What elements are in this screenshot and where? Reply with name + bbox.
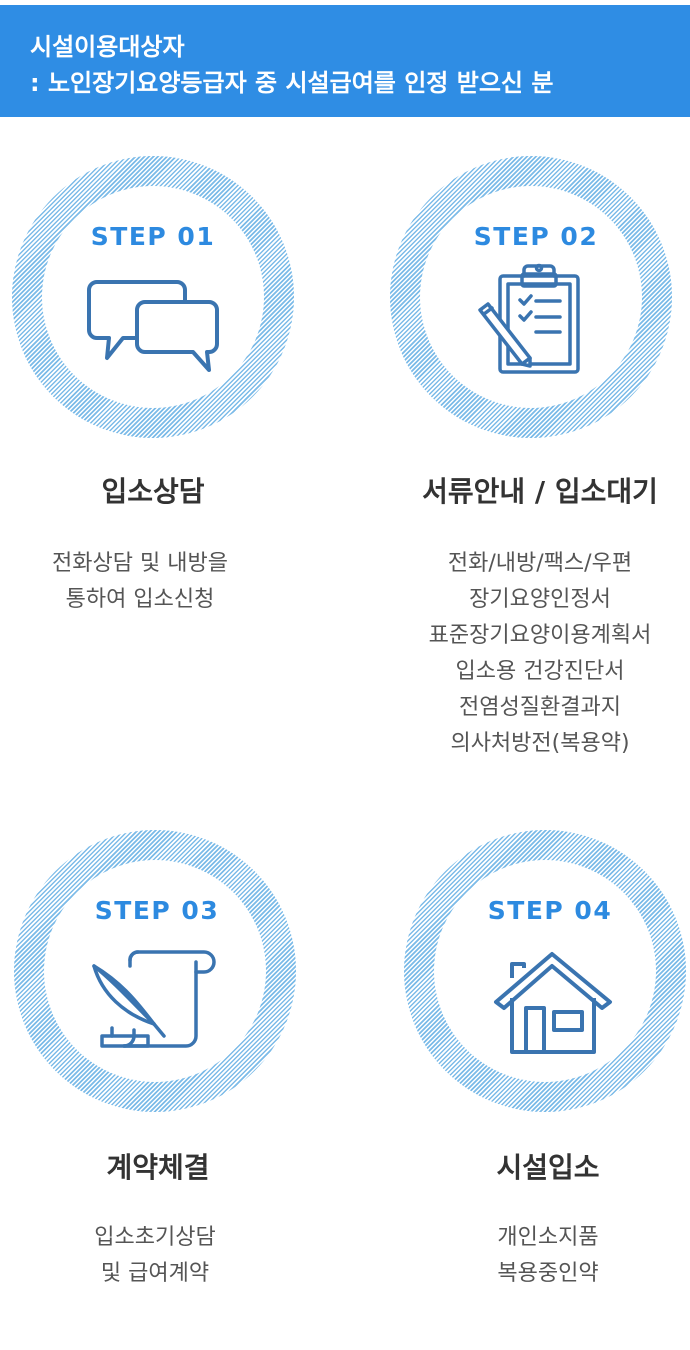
step-02-title: 서류안내 / 입소대기 xyxy=(422,475,658,508)
step-02-desc-line: 의사처방전(복용약) xyxy=(450,731,630,756)
step-03-desc: 입소초기상담 및 급여계약 xyxy=(0,1220,310,1292)
step-01-desc: 전화상담 및 내방을 통하여 입소신청 xyxy=(0,546,280,618)
step-03-label: STEP 03 xyxy=(94,896,220,925)
step-02-label: STEP 02 xyxy=(473,222,599,251)
step-04-label: STEP 04 xyxy=(487,896,613,925)
step-02-desc: 전화/내방/팩스/우편 장기요양인정서 표준장기요양이용계획서 입소용 건강진단… xyxy=(390,546,690,762)
step-04-desc-line: 개인소지품 xyxy=(497,1225,599,1250)
step-04-desc-line: 복용중인약 xyxy=(497,1261,599,1286)
step-02-desc-line: 전화/내방/팩스/우편 xyxy=(447,551,633,576)
step-04-desc: 개인소지품 복용중인약 xyxy=(390,1220,690,1292)
banner-title: 시설이용대상자 xyxy=(30,33,185,61)
banner-subtitle: : 노인장기요양등급자 중 시설급여를 인정 받으신 분 xyxy=(30,69,554,97)
step-02-desc-line: 장기요양인정서 xyxy=(469,587,611,612)
speech-bubbles-icon xyxy=(83,276,223,380)
step-02-desc-line: 입소용 건강진단서 xyxy=(455,659,625,684)
target-banner: 시설이용대상자 : 노인장기요양등급자 중 시설급여를 인정 받으신 분 xyxy=(0,5,690,117)
step-03-title: 계약체결 xyxy=(106,1151,210,1184)
step-01-title: 입소상담 xyxy=(101,475,205,508)
house-icon xyxy=(492,948,614,1062)
step-01-desc-line: 통하여 입소신청 xyxy=(65,587,215,612)
step-01-desc-line: 전화상담 및 내방을 xyxy=(52,551,228,576)
step-02-desc-line: 전염성질환결과지 xyxy=(459,695,621,720)
clipboard-pen-icon xyxy=(470,262,586,382)
quill-scroll-icon xyxy=(84,944,220,1060)
step-04-title: 시설입소 xyxy=(496,1151,600,1184)
step-03-desc-line: 입소초기상담 xyxy=(94,1225,216,1250)
step-02-desc-line: 표준장기요양이용계획서 xyxy=(428,623,652,648)
step-01-label: STEP 01 xyxy=(90,222,216,251)
step-03-desc-line: 및 급여계약 xyxy=(100,1261,210,1286)
